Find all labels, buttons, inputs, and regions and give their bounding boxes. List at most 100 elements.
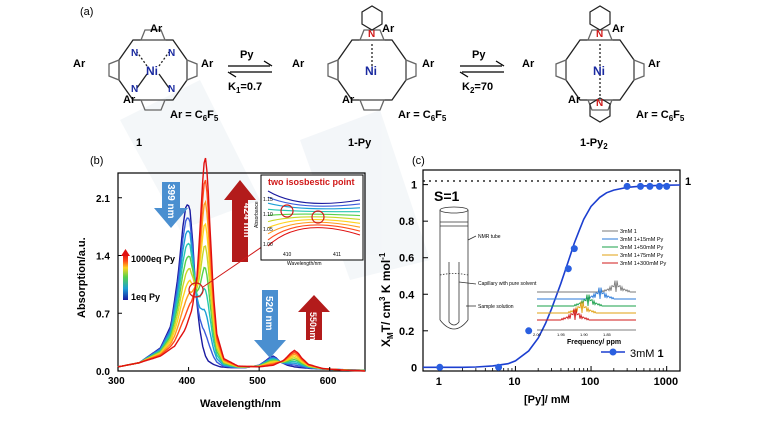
y-tick-label: 1 (411, 180, 417, 192)
pyridine-n: N (596, 29, 603, 40)
y-tick-label: 1.4 (96, 252, 110, 263)
inset-xtick: 411 (333, 252, 341, 258)
data-point (637, 182, 644, 190)
x-axis-label-c: [Py]/ mM (524, 394, 570, 406)
legend-text: 3mM 1 (630, 348, 664, 360)
y-tick-label: 0.7 (96, 309, 110, 320)
inset-line (267, 202, 361, 210)
porphyrin-1-py: N Ni Ar Ar Ar Ar (292, 5, 435, 111)
x-tick-label: 100 (581, 376, 599, 388)
pyridine-n: N (596, 98, 603, 109)
nmr-xtick: 1.90 (580, 332, 589, 337)
inset-b: two isosbestic point 1.15 1.10 1.05 1.00… (254, 174, 364, 267)
plot-frame-c (422, 169, 681, 372)
compound-label-1-py2: 1-Py2 (580, 137, 608, 151)
nmr-trace (537, 294, 636, 307)
legend-marker (609, 348, 617, 356)
y-tick-label: 0.0 (96, 367, 110, 378)
nmr-traces (537, 280, 636, 321)
pyridine-ring (589, 5, 611, 123)
nmr-label-capillary: Capillary with pure solvent (478, 281, 537, 287)
arrow-520: 520 nm (254, 290, 286, 358)
isosbestic-point-1 (280, 204, 294, 218)
annotation-550: 550nm (308, 312, 318, 341)
x-tick-label: 1000 (654, 376, 678, 388)
x-axis-label-b: Wavelength/nm (200, 398, 281, 410)
inset-ytick: 1.00 (263, 242, 273, 248)
pyrrole-n: N (168, 48, 175, 59)
isosbestic-point-2 (311, 210, 325, 224)
pyrrole-n: N (131, 84, 138, 95)
equilibrium-arrow-2 (459, 60, 505, 78)
equilibrium-arrow-1 (227, 60, 273, 78)
pyrrole-n: N (131, 48, 138, 59)
arrow-399: 399 nm (154, 182, 188, 228)
ar-label: Ar (292, 58, 305, 70)
porphyrin-core (108, 29, 198, 111)
porphyrin-1-py2: N N Ni Ar Ar Ar Ar (522, 5, 661, 123)
x-tick-label: 300 (108, 376, 125, 387)
inset-line (267, 208, 361, 213)
ar-label: Ar (422, 58, 435, 70)
panel-a-label: (a) (80, 6, 93, 18)
nmr-xtick: 2.00 (533, 332, 542, 337)
inset-ylabel: Absorbance (254, 201, 260, 228)
y-tick-label: 0.8 (399, 216, 414, 228)
ar-label: Ar (568, 94, 581, 106)
y-axis-label-c: XMT/ cm3 K mol-1 (378, 252, 395, 347)
compound-label-1-py: 1-Py (348, 137, 372, 149)
legend-bottom: 1eq Py (131, 292, 160, 302)
spectrum-line (117, 157, 366, 372)
nmr-tube-illustration (439, 206, 477, 330)
nmr-xtick: 1.85 (603, 332, 612, 337)
nmr-trace (537, 280, 636, 293)
x-tick-label: 500 (249, 376, 266, 387)
nmr-label-sample: Sample solution (478, 304, 514, 310)
spectra-series (117, 157, 366, 372)
data-point (663, 182, 671, 190)
nmr-label-tube: NMR tube (478, 234, 501, 240)
reagent-py-1: Py (240, 49, 254, 61)
annotation-520: 520 nm (263, 296, 274, 331)
panel-b-label: (b) (90, 155, 103, 167)
x-tick-label: 400 (179, 376, 196, 387)
ar-definition: Ar = C6F5 (636, 109, 685, 123)
y-tick-label: 0.2 (399, 326, 414, 338)
x-tick-label: 10 (508, 376, 520, 388)
reagent-py-2: Py (472, 49, 486, 61)
reference-line-label: 1 (685, 176, 691, 188)
metal-label: Ni (593, 64, 605, 78)
annotation-424: 424 nm (241, 203, 252, 238)
panel-a: (a) N N N N Ni Ar Ar Ar Ar Ar = (73, 5, 685, 151)
inset-ytick: 1.10 (263, 212, 273, 218)
metal-label: Ni (365, 64, 377, 78)
inset-xtick: 410 (283, 252, 292, 258)
data-point (436, 363, 444, 371)
y-tick-label: 0 (411, 362, 417, 374)
data-points (436, 182, 671, 371)
ar-definition: Ar = C6F5 (170, 109, 219, 123)
ar-definition: Ar = C6F5 (398, 109, 447, 123)
pyrrole-n: N (168, 84, 175, 95)
ar-label: Ar (382, 23, 395, 35)
plot-frame-b (117, 172, 366, 372)
inset-line (267, 227, 361, 247)
inset-title: two isosbestic point (268, 177, 355, 187)
isosbestic-marker (188, 282, 204, 298)
pyridine-n: N (368, 29, 375, 40)
inset-line (267, 190, 361, 204)
y-tick-label: 0.6 (399, 253, 414, 265)
ar-label: Ar (522, 58, 535, 70)
annotation-399: 399 nm (165, 184, 176, 219)
colorbar (123, 254, 128, 300)
inset-line (267, 221, 361, 235)
inset-line (267, 213, 361, 217)
spin-label: S=1 (434, 188, 460, 204)
ar-label: Ar (150, 23, 163, 35)
